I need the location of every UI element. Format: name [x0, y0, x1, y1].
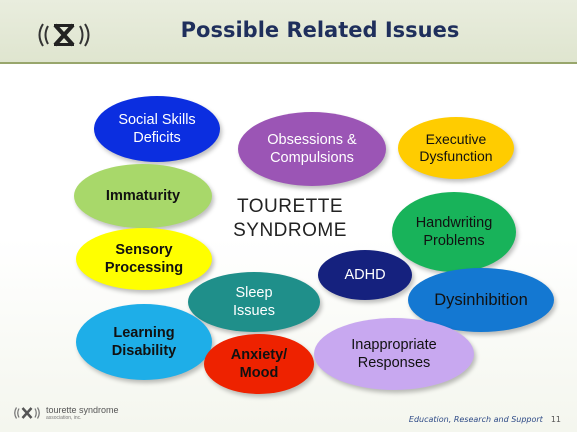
footer-logo-name: tourette syndrome: [46, 404, 119, 415]
center-topic-label: TOURETTE SYNDROME: [233, 196, 347, 242]
header-band: Possible Related Issues: [0, 0, 577, 62]
bubble-adhd: ADHD: [318, 250, 412, 300]
tsa-chromosome-logo-icon: [38, 23, 90, 47]
bubble-dysinhibition: Dysinhibition: [408, 268, 554, 332]
bubble-anxiety: Anxiety/ Mood: [204, 334, 314, 394]
bubble-handwriting: Handwriting Problems: [392, 192, 516, 272]
bubble-learning: Learning Disability: [76, 304, 212, 380]
bubble-sleep: Sleep Issues: [188, 272, 320, 332]
footer: Education, Research and Support 11: [409, 415, 561, 424]
slide-title: Possible Related Issues: [180, 18, 460, 42]
bubble-inappropriate: Inappropriate Responses: [314, 318, 474, 390]
tsa-chromosome-logo-icon: [14, 407, 40, 419]
bubble-obsessions: Obsessions & Compulsions: [238, 112, 386, 186]
footer-tagline: Education, Research and Support: [408, 415, 543, 424]
bubble-executive: Executive Dysfunction: [398, 117, 514, 179]
header-divider: [0, 62, 577, 64]
page-number: 11: [550, 415, 561, 424]
bubble-sensory: Sensory Processing: [76, 228, 212, 290]
bubble-immaturity: Immaturity: [74, 164, 212, 228]
footer-logo: tourette syndrome association, inc.: [12, 401, 119, 425]
footer-logo-subtext: association, inc.: [46, 414, 82, 421]
bubble-social-skills: Social Skills Deficits: [94, 96, 220, 162]
